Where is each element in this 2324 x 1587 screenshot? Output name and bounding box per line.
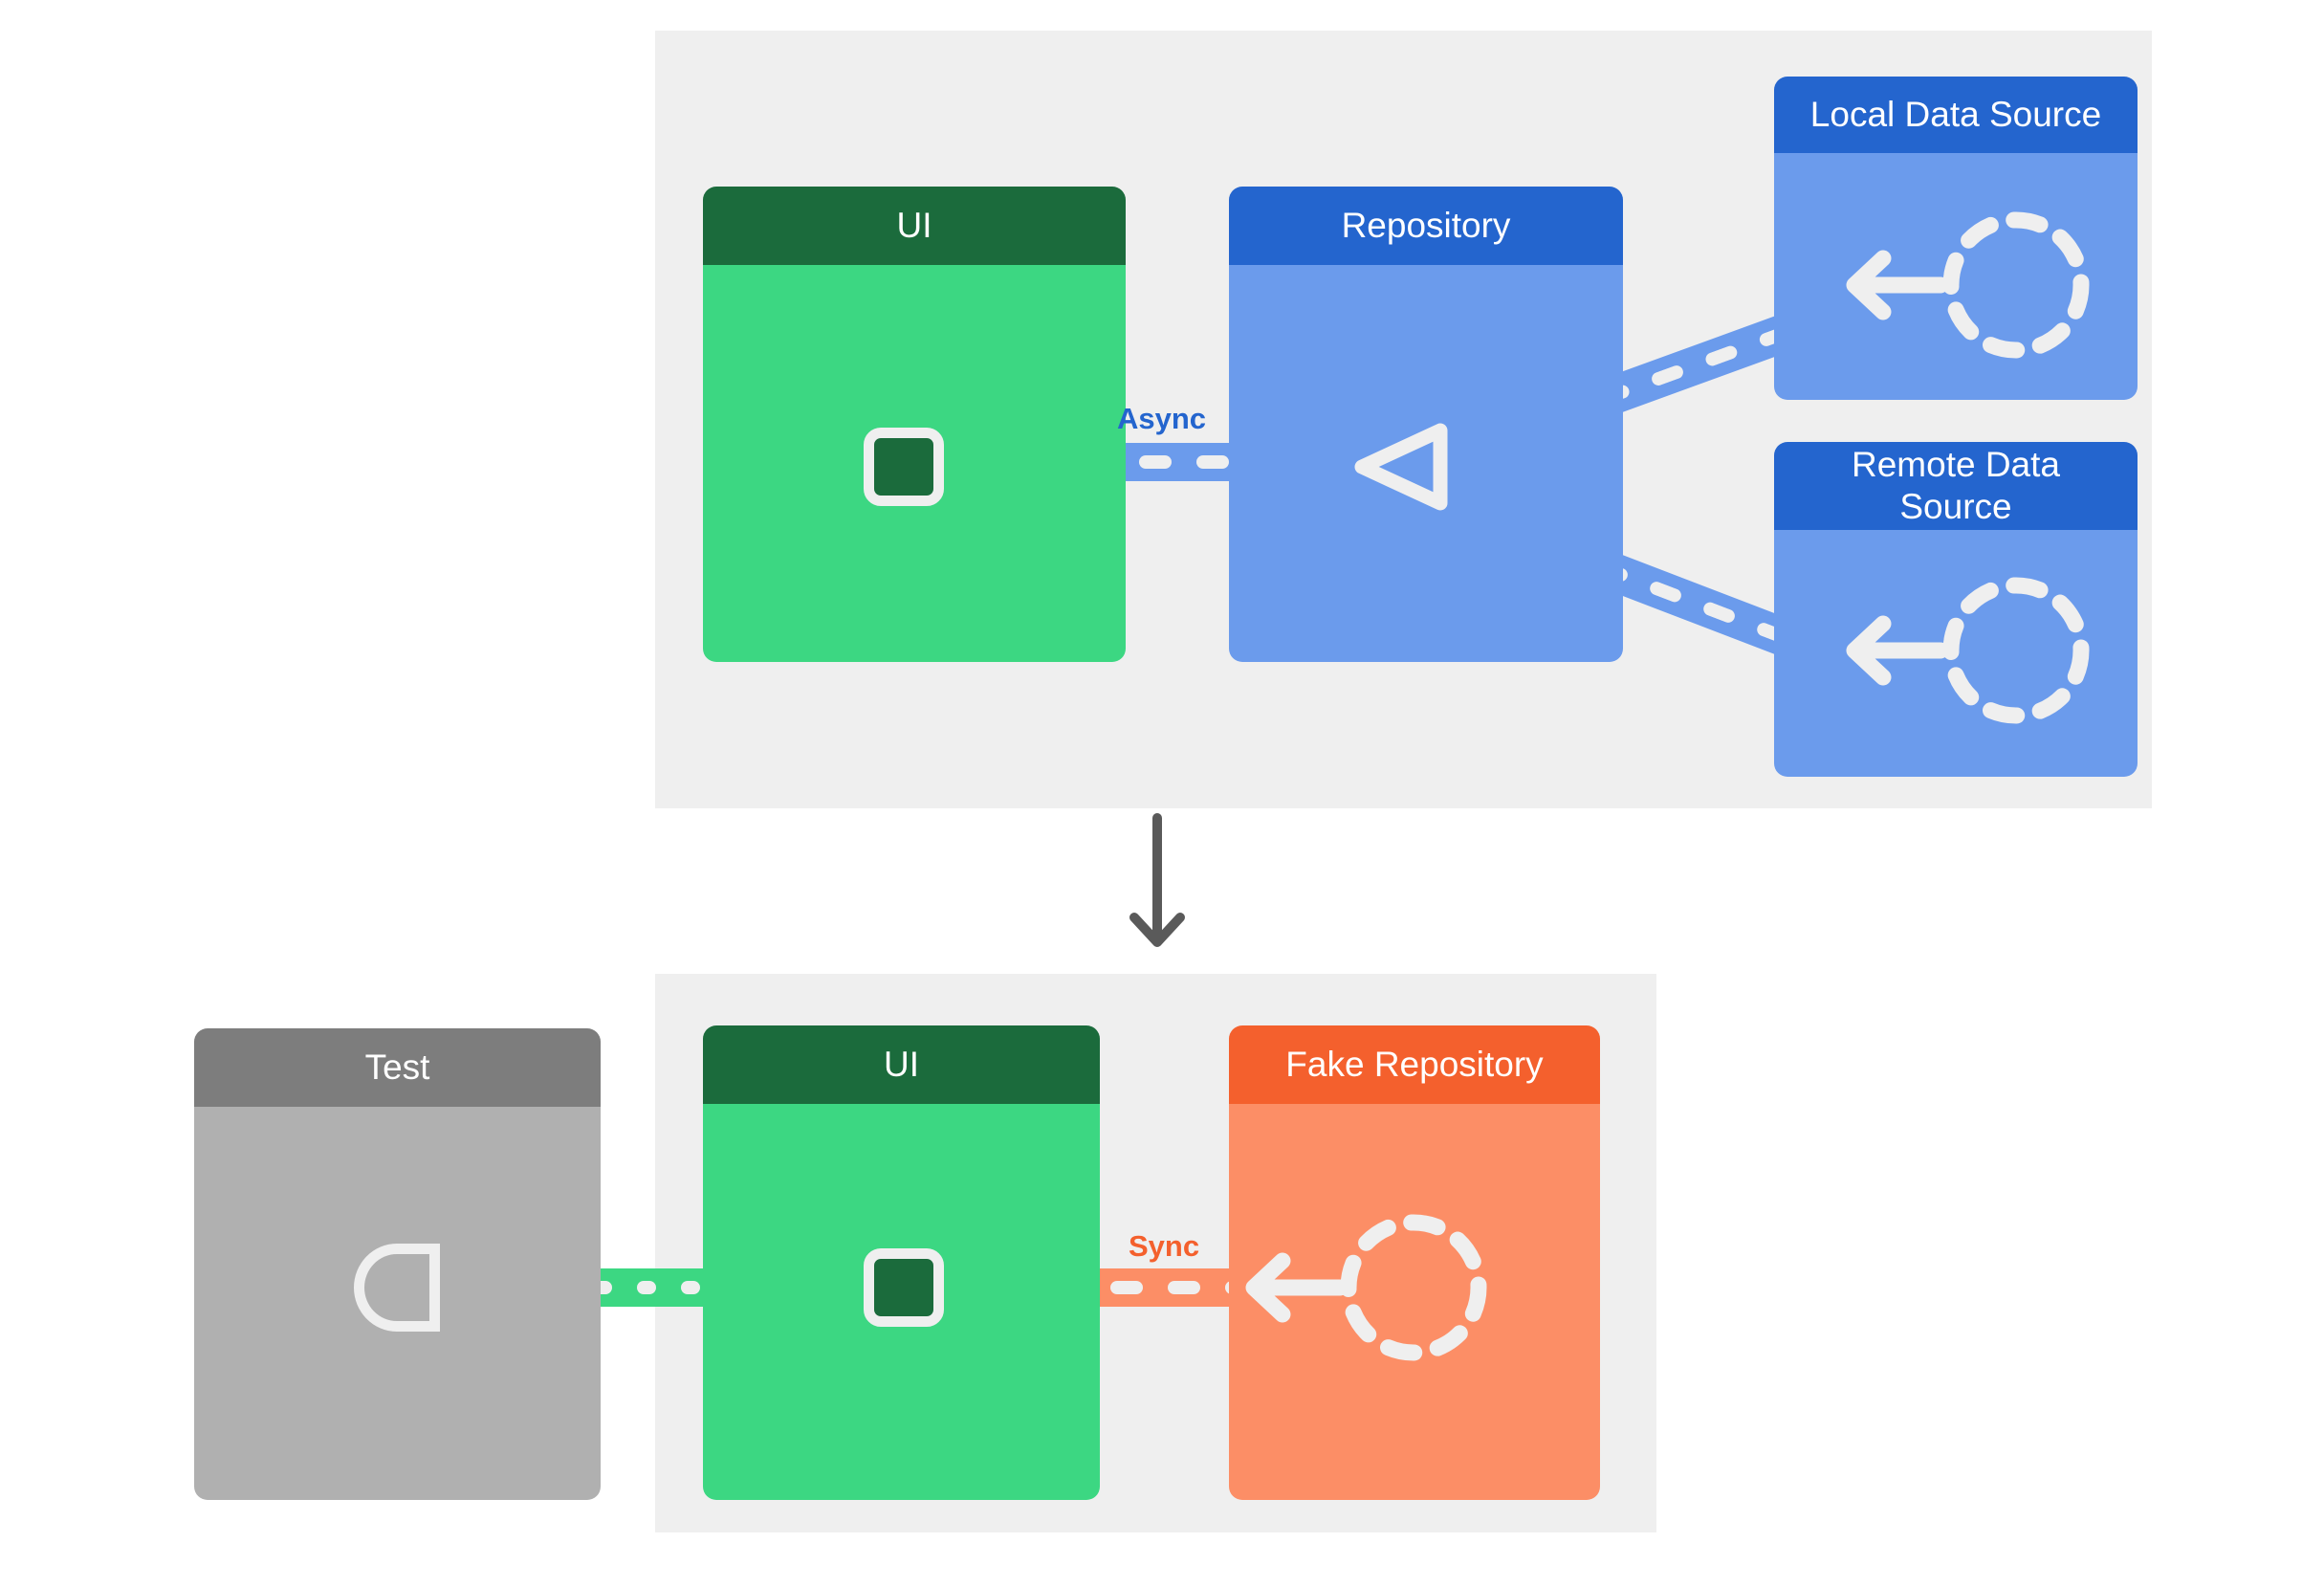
plug-square-icon — [864, 428, 944, 506]
dashed-circle-icon — [1934, 203, 2098, 367]
node-remote-data-source-title: Remote Data Source — [1774, 442, 2138, 530]
dashed-circle-icon — [1934, 568, 2098, 733]
node-test-title: Test — [194, 1028, 601, 1107]
merge-triangle-icon — [1348, 421, 1454, 513]
node-fake-repository-title: Fake Repository — [1229, 1025, 1600, 1104]
node-ui-production-title: UI — [703, 187, 1126, 265]
node-repository[interactable]: Repository — [1229, 187, 1623, 662]
node-repository-body — [1229, 265, 1623, 662]
arrow-left-icon — [1839, 612, 1949, 689]
plug-square-icon — [864, 1248, 944, 1327]
arrow-left-icon — [1239, 1249, 1348, 1326]
arrow-left-icon — [1839, 247, 1949, 323]
node-local-data-source-title: Local Data Source — [1774, 77, 2138, 153]
plug-socket-icon — [354, 1244, 440, 1332]
edge-label-async: Async — [1117, 402, 1207, 435]
dashed-circle-icon — [1331, 1205, 1496, 1370]
node-ui-production[interactable]: UI — [703, 187, 1126, 662]
node-repository-title: Repository — [1229, 187, 1623, 265]
node-test[interactable]: Test — [194, 1028, 601, 1500]
node-fake-repository[interactable]: Fake Repository — [1229, 1025, 1600, 1500]
edge-label-sync: Sync — [1129, 1229, 1200, 1263]
node-ui-test-title: UI — [703, 1025, 1100, 1104]
node-fake-repository-body — [1229, 1104, 1600, 1500]
flow-arrow-down-icon — [1129, 813, 1186, 952]
